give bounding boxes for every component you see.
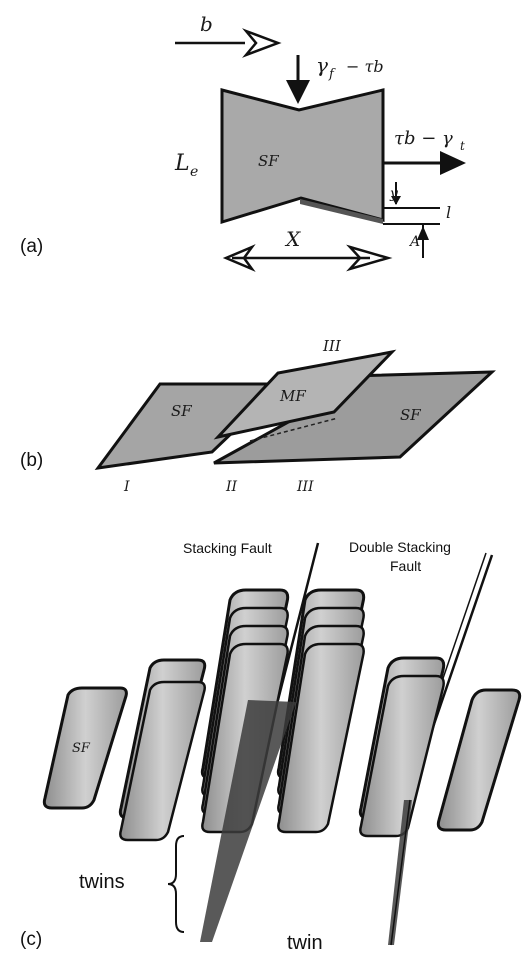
stacking-fault-line [276, 542, 320, 701]
plane-middle-label: MF [279, 387, 306, 405]
plane-right-label: SF [400, 406, 421, 424]
panel-c-label: (c) [20, 929, 42, 950]
left-length-subscript: e [190, 164, 198, 180]
left-length-symbol: L [174, 151, 190, 176]
plane-left-label: SF [171, 402, 192, 420]
twin-stack-1 [118, 658, 207, 842]
twin-hatch-left [200, 700, 296, 942]
top-roman-numeral: III [322, 337, 342, 355]
twin-stack-2 [200, 588, 290, 834]
panel-a-label: (a) [20, 236, 43, 257]
corner-mark: A [408, 234, 420, 250]
panel-b-label: (b) [20, 450, 43, 471]
right-stress-relation: τb − γ [394, 128, 453, 149]
fault-thickness-band [300, 199, 383, 224]
panel-b: (b) III SF SF MF I II III [20, 337, 496, 495]
top-stress-subscript: f [328, 67, 336, 82]
panel-a: (a) b γ f − τb SF L e τb − γ t [20, 12, 466, 272]
twin-label: twin [287, 932, 323, 954]
plane-intersection-line [249, 417, 339, 442]
width-label: X [284, 227, 301, 251]
slip-plane-mf [213, 349, 397, 440]
right-stress-arrow [383, 151, 466, 175]
thickness-indicator [383, 182, 440, 258]
panel-c: (c) Stacking Fault Double Stacking Fault… [20, 539, 522, 954]
burgers-vector-arrow [175, 28, 282, 58]
thickness-symbol: y [389, 186, 399, 202]
double-stacking-fault-label-line1: Double Stacking [349, 539, 451, 555]
top-stress-relation: − τb [346, 57, 384, 76]
twin-stack-4 [358, 656, 446, 838]
bottom-roman-ii: II [225, 479, 238, 495]
width-double-arrow [222, 244, 393, 272]
bottom-roman-iii: III [296, 479, 314, 495]
region-label-sf: SF [258, 152, 279, 170]
right-stress-subscript: t [460, 139, 465, 153]
region-label-sf-c: SF [72, 741, 91, 756]
twins-label: twins [79, 871, 125, 893]
twins-brace [167, 835, 185, 933]
double-stacking-fault-label-line2: Fault [390, 558, 421, 574]
stacking-fault-label: Stacking Fault [183, 540, 272, 556]
top-stress-symbol: γ [316, 53, 328, 77]
top-stress-arrow [286, 55, 310, 104]
sf-plane-left [42, 686, 128, 810]
burgers-vector-label: b [200, 12, 213, 36]
twin-line-right [390, 799, 411, 946]
thickness-l-label: l [446, 203, 451, 222]
bottom-roman-i: I [123, 479, 130, 495]
sf-plane-right [436, 688, 522, 832]
twin-stack-3 [276, 588, 366, 834]
